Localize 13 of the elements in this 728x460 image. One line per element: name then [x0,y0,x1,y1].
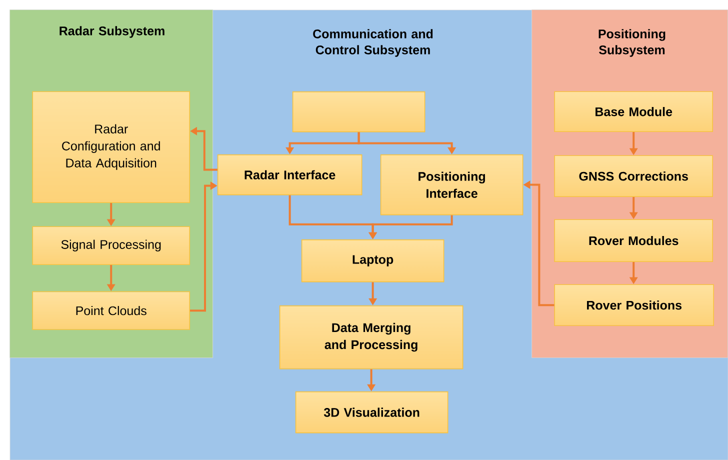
process-box: Base Module [554,91,713,132]
process-box: Radar Configuration and Data Adquisition [32,91,190,203]
process-box: Point Clouds [32,291,190,330]
process-box: Radar Interface [217,154,362,196]
process-box: GNSS Corrections [554,155,713,197]
process-box: 3D Visualization [295,391,448,434]
process-box: Laptop [301,239,444,282]
process-box: Rover Positions [554,284,714,326]
process-box: Positioning Interface [380,154,524,216]
process-box [292,91,426,132]
process-box: Rover Modules [554,219,713,262]
process-box: Data Merging and Processing [279,305,464,370]
process-box: Signal Processing [32,226,190,265]
